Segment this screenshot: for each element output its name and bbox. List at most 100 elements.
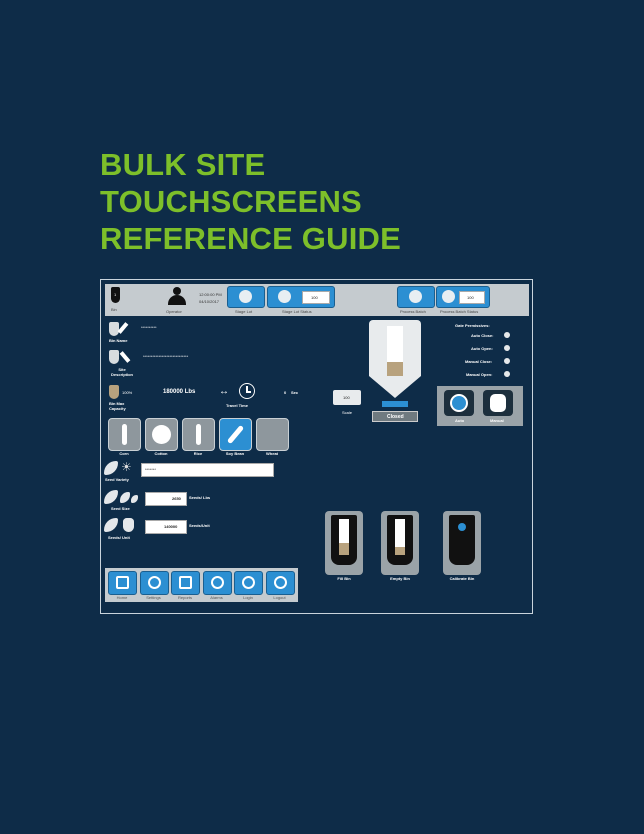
nav-label: Logout — [273, 595, 286, 600]
crop-button-rice[interactable] — [182, 418, 215, 451]
crop-label: Cotton — [154, 451, 168, 456]
bin-name-label: Bin Name — [109, 338, 128, 343]
auto-cycle-icon — [450, 394, 468, 412]
process-batch-status-button[interactable]: 100 — [436, 286, 490, 308]
title-line-3: REFERENCE GUIDE — [100, 221, 401, 256]
bin-number: 1 — [114, 292, 117, 297]
seeds-per-unit-field[interactable]: 140000 — [145, 520, 187, 534]
action-label: Calibrate Bin — [449, 576, 475, 581]
nav-reports-button[interactable] — [171, 571, 200, 595]
auto-close-indicator — [504, 332, 510, 338]
crop-label: Soy Bean — [225, 451, 245, 456]
cotton-icon — [152, 425, 171, 444]
operator-icon[interactable] — [168, 287, 186, 307]
title-line-1: BULK SITE — [100, 147, 266, 182]
stage-lot-status-button[interactable]: 100 — [267, 286, 335, 308]
bag-status-icon — [278, 290, 291, 303]
auto-close-label: Auto Close: — [471, 333, 494, 338]
seed-size-small-icon — [120, 492, 130, 503]
seeds-per-unit-label: Seeds/ Unit — [108, 535, 130, 540]
settings-icon — [147, 576, 161, 589]
alarms-icon — [210, 576, 224, 589]
action-label: Empty Bin — [390, 576, 410, 581]
auto-open-indicator — [504, 345, 510, 351]
empty-bin-button[interactable] — [381, 511, 419, 575]
crop-label: Rice — [193, 451, 203, 456]
auto-open-label: Auto Open: — [471, 346, 493, 351]
gate-status-box: Closed — [372, 411, 418, 422]
bin-fill — [387, 362, 403, 376]
site-description-icon — [109, 350, 119, 364]
travel-time-value: 0 — [284, 390, 287, 395]
capacity-value: 180000 Lbs — [163, 389, 196, 395]
auto-mode-label: Auto — [455, 418, 465, 423]
title-line-2: TOUCHSCREENS — [100, 184, 362, 219]
corn-icon — [122, 424, 127, 445]
seed-size-field[interactable]: 2650 — [145, 492, 187, 506]
pencil-icon[interactable] — [117, 322, 129, 334]
logout-icon — [273, 576, 287, 589]
bin-number-icon[interactable]: 1 — [111, 287, 120, 303]
bin-hopper — [369, 376, 421, 398]
seed-bag-small-icon — [123, 518, 134, 532]
nav-label: Home — [116, 595, 128, 600]
stage-lot-status-value: 100 — [311, 295, 318, 300]
seeds-per-unit-icon — [104, 518, 118, 532]
crop-button-wheat[interactable] — [256, 418, 289, 451]
batch-icon — [409, 290, 422, 303]
calibrate-bin-button[interactable] — [443, 511, 481, 575]
auto-mode-button[interactable] — [444, 390, 474, 416]
crop-button-soybean[interactable] — [219, 418, 252, 451]
travel-time-unit: Sec — [291, 390, 299, 395]
stage-lot-status-label: Stage Lot Status — [282, 309, 312, 314]
clock-icon — [239, 383, 255, 399]
nav-settings-button[interactable] — [139, 571, 169, 595]
gate-permissives-header: Gate Permissives: — [455, 323, 490, 328]
nav-home-button[interactable] — [108, 571, 137, 595]
bin-max-capacity-label: Bin Max Capacity — [109, 401, 126, 411]
sun-icon: ☀ — [121, 460, 132, 474]
site-description-value: ***************************** — [143, 354, 189, 359]
scale-box: 100 — [333, 390, 361, 405]
touch-hand-icon — [490, 394, 506, 412]
manual-open-label: Manual Open: — [466, 372, 493, 377]
document-title: BULK SITE TOUCHSCREENS REFERENCE GUIDE — [100, 146, 401, 257]
seed-size-icon — [104, 490, 118, 504]
stage-lot-button[interactable] — [227, 286, 265, 308]
bin-name-value: ********** — [141, 325, 157, 330]
manual-close-label: Manual Close: — [465, 359, 493, 364]
seed-variety-label: Seed Variety — [105, 477, 129, 482]
bin-label: Bin — [111, 307, 117, 312]
process-batch-button[interactable] — [397, 286, 435, 308]
seed-size-unit: Seeds/ Lbs — [189, 495, 211, 500]
seed-variety-field[interactable]: ******* — [141, 463, 274, 477]
action-label: Fill Bin — [337, 576, 351, 581]
bin-gate[interactable] — [382, 401, 408, 407]
clock-date: 04/10/2017 — [199, 299, 220, 304]
rice-icon — [196, 424, 201, 445]
bin-name-icon — [109, 322, 119, 336]
nav-alarms-button[interactable] — [202, 571, 232, 595]
crop-label: Corn — [119, 451, 129, 456]
calibrate-bin-icon — [449, 515, 475, 565]
nav-logout-button[interactable] — [265, 571, 295, 595]
batch-status-icon — [442, 290, 455, 303]
travel-arrow-icon: ↔ — [219, 386, 229, 397]
manual-close-indicator — [504, 358, 510, 364]
scale-label: Scale — [342, 410, 353, 415]
seed-bag-icon — [239, 290, 252, 303]
crop-button-corn[interactable] — [108, 418, 141, 451]
seeds-per-unit-value: 140000 — [164, 524, 178, 529]
fill-bin-icon — [331, 515, 357, 565]
nav-login-button[interactable] — [234, 571, 263, 595]
crop-button-cotton[interactable] — [145, 418, 178, 451]
pencil-icon-2[interactable] — [119, 351, 131, 363]
capacity-percent: 100% — [122, 390, 133, 395]
fill-bin-button[interactable] — [325, 511, 363, 575]
soybean-icon — [226, 424, 245, 445]
manual-mode-button[interactable] — [483, 390, 513, 416]
process-batch-label: Process Batch — [400, 309, 426, 314]
seeds-per-unit-unit: Seeds/Unit — [189, 523, 210, 528]
nav-label: Settings — [146, 595, 161, 600]
